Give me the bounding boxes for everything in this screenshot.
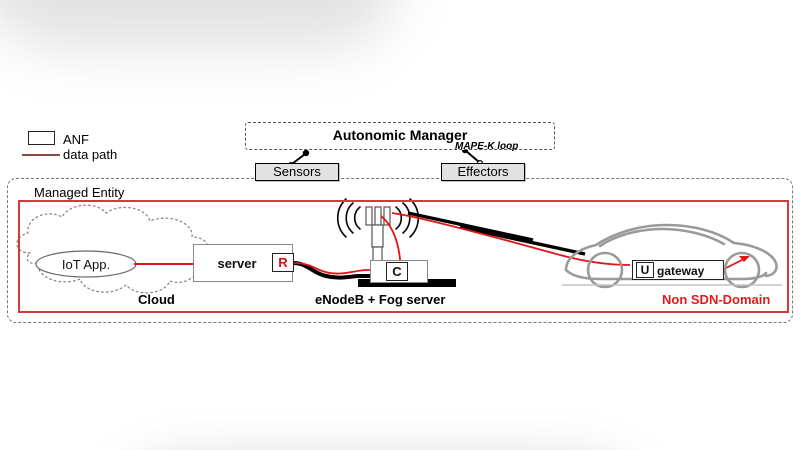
gateway-role-badge-u: U xyxy=(636,262,654,278)
wireless-link-dashes xyxy=(407,211,586,256)
data-path-icon xyxy=(22,154,60,156)
managed-entity-label: Managed Entity xyxy=(34,185,125,200)
legend-anf-label: ANF xyxy=(63,132,89,147)
fog-role-badge-c: C xyxy=(386,262,408,281)
cloud-caption: Cloud xyxy=(138,292,175,307)
sensors-connector xyxy=(291,153,306,165)
enodeb-caption: eNodeB + Fog server xyxy=(315,292,446,307)
data-path-gateway-arrow xyxy=(723,256,750,270)
effectors-box[interactable]: Effectors xyxy=(441,163,525,181)
managed-entity-boundary xyxy=(7,178,793,323)
iot-app-label: IoT App. xyxy=(61,257,111,272)
sensors-connector-dot xyxy=(302,149,310,157)
vehicle-gateway-box[interactable] xyxy=(632,260,724,280)
enodeb-platform xyxy=(358,279,456,287)
data-path-tower-to-vehicle xyxy=(391,212,631,266)
non-sdn-domain-caption: Non SDN-Domain xyxy=(662,292,771,307)
effectors-connector xyxy=(465,150,480,163)
mape-k-loop-label: MAPE-K loop xyxy=(455,141,519,152)
managed-entity-red-frame xyxy=(18,200,789,313)
autonomic-manager-box xyxy=(245,122,555,150)
gateway-label: gateway xyxy=(657,264,705,278)
architecture-figure: ANF data path Autonomic Manager MAPE-K l… xyxy=(0,113,800,330)
data-path-server-to-enodeb xyxy=(293,262,399,275)
data-path-tower-to-fog xyxy=(380,215,401,265)
autonomic-manager-title: Autonomic Manager xyxy=(332,127,468,143)
legend-data-path-label: data path xyxy=(63,147,118,162)
cloud-server-label: server xyxy=(217,256,257,271)
blurred-backdrop-top xyxy=(0,0,800,114)
sensors-box[interactable]: Sensors xyxy=(255,163,339,181)
black-cable-cloud-to-enodeb xyxy=(291,261,402,280)
blurred-backdrop-bottom xyxy=(0,330,800,450)
anf-icon xyxy=(28,131,55,145)
server-role-badge-r: R xyxy=(272,253,294,272)
radio-waves-left xyxy=(337,198,361,238)
